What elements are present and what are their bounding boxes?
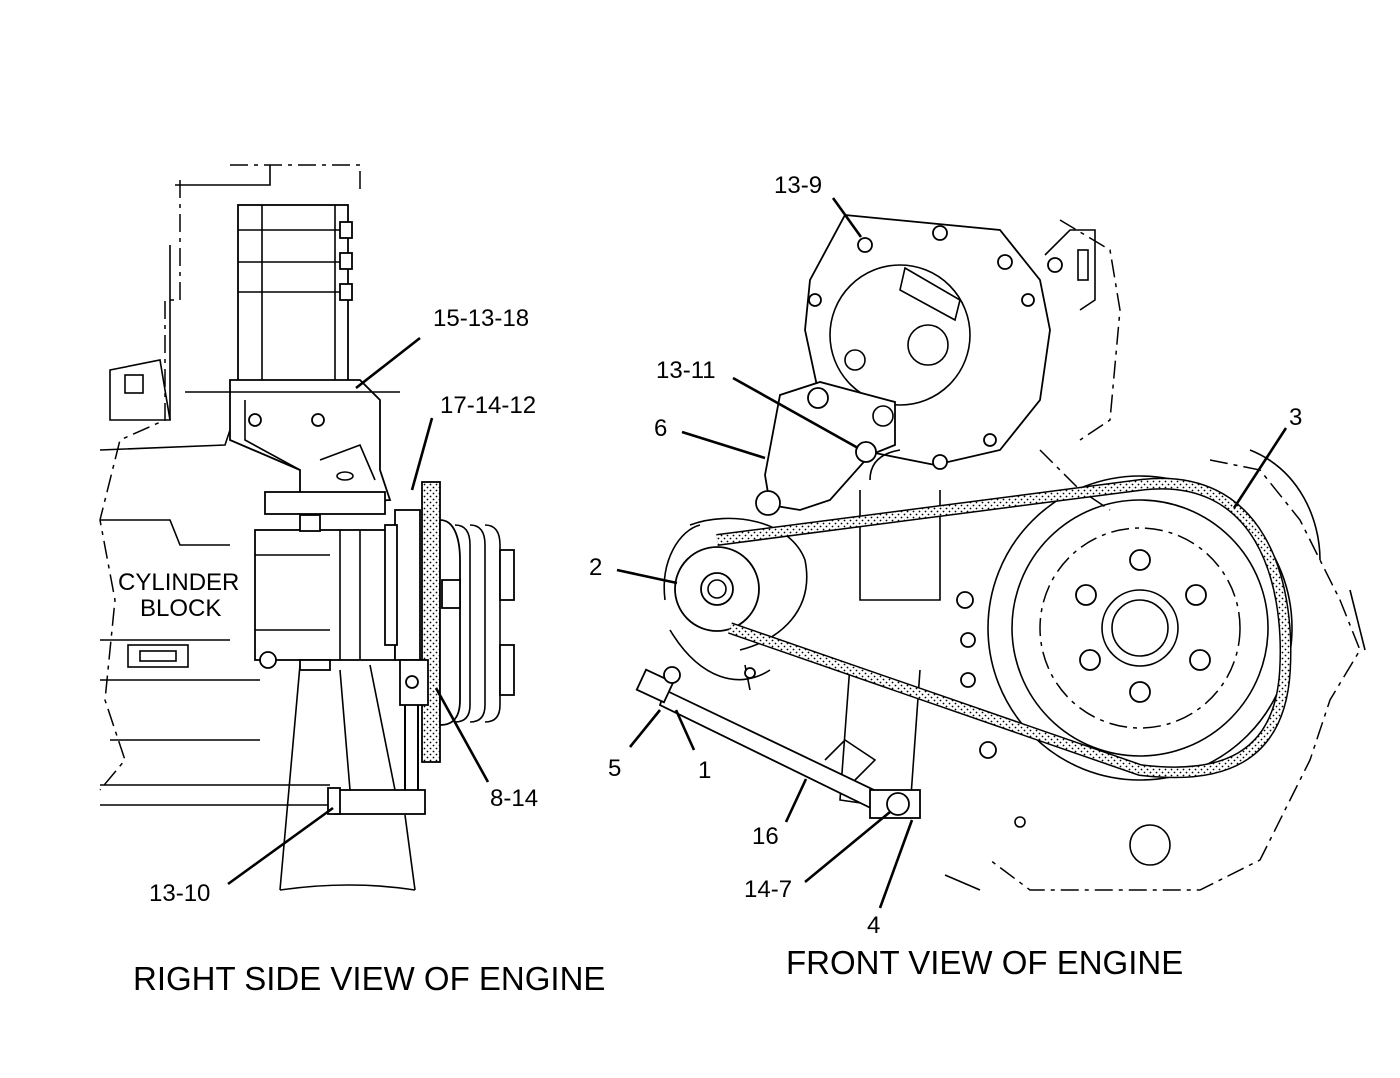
front-view-leaders (616, 197, 1288, 909)
side-view-leaders (227, 336, 490, 886)
callout-5: 5 (608, 755, 621, 782)
callout-13-9: 13-9 (774, 172, 822, 199)
callout-17-14-12: 17-14-12 (440, 392, 536, 419)
callout-4: 4 (867, 912, 880, 939)
side-view-labels: 15-13-18 17-14-12 8-14 13-10 CYLINDER BL… (118, 305, 605, 997)
callout-15-13-18: 15-13-18 (433, 305, 529, 332)
callout-14-7: 14-7 (744, 876, 792, 903)
front-view-labels: 13-9 13-11 6 3 2 5 1 16 14-7 4 FRONT VIE… (589, 172, 1302, 981)
callout-6: 6 (654, 415, 667, 442)
callout-8-14: 8-14 (490, 785, 538, 812)
callout-1: 1 (698, 757, 711, 784)
front-view-title: FRONT VIEW OF ENGINE (786, 944, 1183, 981)
cylinder-block-label-line1: CYLINDER (118, 569, 239, 596)
callout-3: 3 (1289, 404, 1302, 431)
side-view-drawing (99, 164, 515, 891)
callout-13-11: 13-11 (656, 357, 716, 384)
callout-16: 16 (752, 823, 779, 850)
callout-2: 2 (589, 554, 602, 581)
callout-13-10: 13-10 (149, 880, 210, 907)
cylinder-block-label-line2: BLOCK (140, 595, 221, 622)
front-view-drawing (635, 214, 1366, 891)
side-view-title: RIGHT SIDE VIEW OF ENGINE (133, 960, 605, 997)
